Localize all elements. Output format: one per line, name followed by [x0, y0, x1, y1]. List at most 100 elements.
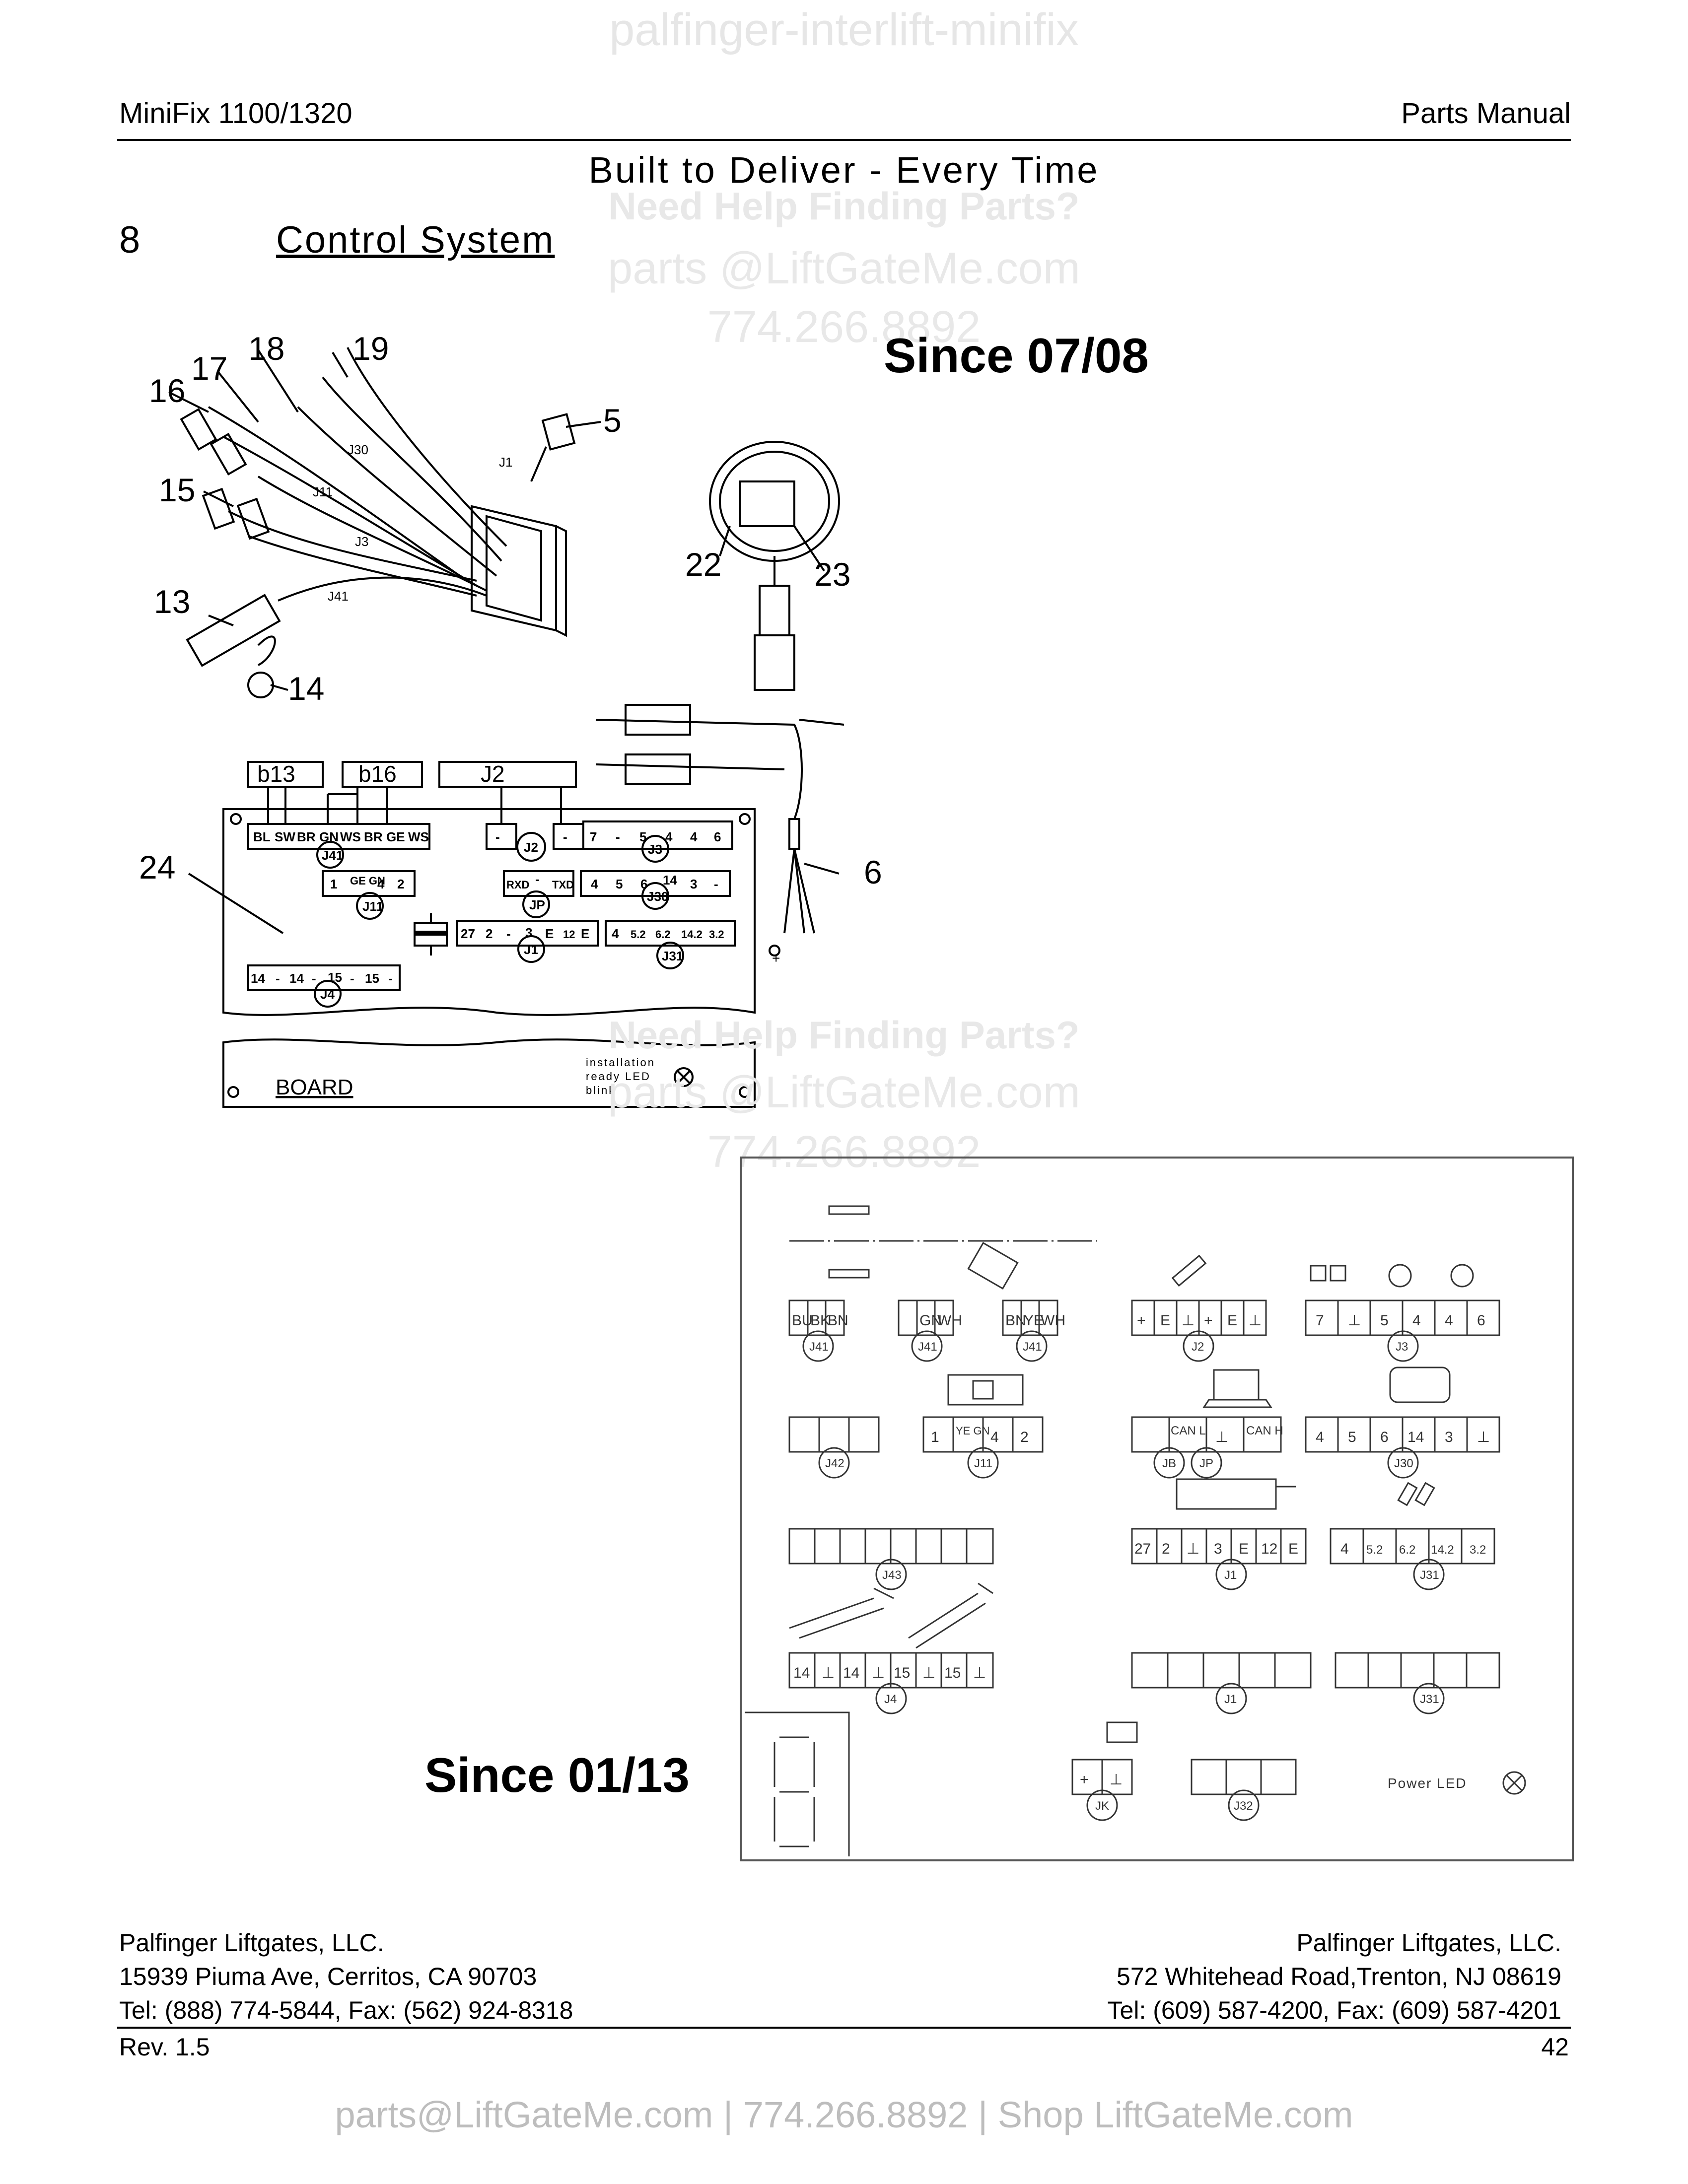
- diagram-label: 2: [397, 877, 404, 891]
- diagram-label: E: [581, 926, 589, 941]
- diagram-label: GN: [319, 829, 339, 844]
- control-system-diagram-new: BU BK BN GN WH BN YE WH + E ⊥ + E ⊥ 7 ⊥ …: [740, 1157, 1574, 1861]
- diagram-label: 6.2: [655, 928, 671, 941]
- diagram-label: -: [714, 877, 718, 891]
- diagram-label: J2: [1192, 1340, 1204, 1354]
- connector-tag: J11: [313, 484, 333, 499]
- diagram-label: 4: [1316, 1429, 1324, 1445]
- diagram-label: blink: [586, 1084, 616, 1096]
- diagram-label: BR: [297, 829, 316, 844]
- diagram-label: 6: [714, 829, 721, 844]
- diagram-label: 14: [663, 873, 677, 887]
- diagram-label: -: [276, 971, 280, 986]
- diagram-label: 3.2: [709, 928, 724, 941]
- diagram-label: 5: [616, 877, 623, 891]
- diagram-label: 5.2: [1366, 1543, 1383, 1557]
- diagram-label: 15: [944, 1665, 961, 1681]
- diagram-label: J31: [1420, 1569, 1439, 1582]
- diagram-label: 14: [289, 971, 304, 986]
- diagram-label: 4: [1340, 1541, 1349, 1557]
- diagram-label: ready LED: [586, 1070, 651, 1083]
- diagram-label: 5: [1348, 1429, 1356, 1445]
- diagram-label: 7: [1316, 1312, 1324, 1329]
- diagram-label: 5: [1380, 1312, 1389, 1329]
- diagram-label: J42: [825, 1457, 844, 1470]
- diagram-label: installation: [586, 1056, 655, 1069]
- diagram-label: 6: [1380, 1429, 1389, 1445]
- diagram-label: 4: [591, 877, 598, 891]
- diagram-label: 15: [365, 971, 379, 986]
- diagram-label: J3: [648, 842, 662, 857]
- plug-label: b16: [358, 761, 397, 787]
- watermark-help-2: Need Help Finding Parts?: [608, 1013, 1080, 1057]
- diagram-label: CAN H: [1246, 1424, 1283, 1437]
- diagram-label: 1: [330, 877, 337, 891]
- footer-rule: [117, 2027, 1571, 2029]
- diagram-label: 6.2: [1399, 1543, 1415, 1557]
- diagram-label: 3: [1214, 1541, 1222, 1557]
- diagram-label: 4: [665, 829, 673, 844]
- diagram-label: J30: [1394, 1457, 1413, 1470]
- power-led-label: Power LED: [1388, 1775, 1467, 1791]
- diagram-label: 14: [843, 1665, 859, 1681]
- diagram-label: 15939 Piuma Ave, Cerritos, CA 90703: [119, 1963, 537, 1990]
- diagram-label: BN: [1005, 1312, 1026, 1329]
- diagram-label: 3.2: [1470, 1543, 1486, 1557]
- diagram-label: GN: [919, 1312, 942, 1329]
- diagram-label: WH: [937, 1312, 962, 1329]
- diagram-label: J1: [1224, 1693, 1237, 1706]
- diagram-label: E: [1160, 1312, 1170, 1329]
- contact-banner[interactable]: parts@LiftGateMe.com | 774.266.8892 | Sh…: [335, 2094, 1353, 2135]
- callout: 24: [139, 849, 175, 886]
- diagram-label: BR: [364, 829, 383, 844]
- callout: 16: [149, 372, 185, 409]
- tagline: Built to Deliver - Every Time: [588, 149, 1100, 191]
- connector-tag: J3: [355, 534, 368, 549]
- diagram-label: ⊥: [1249, 1312, 1262, 1329]
- watermark-phone-2: 774.266.8892: [707, 1127, 981, 1177]
- diagram-label: J41: [809, 1340, 829, 1354]
- diagram-label: BK: [810, 1312, 830, 1329]
- section-number: 8: [119, 219, 141, 261]
- page-number: 42: [1541, 2033, 1569, 2061]
- diagram-label: 15: [328, 970, 342, 985]
- diagram-label: WS: [408, 829, 429, 844]
- diagram-label: JK: [1095, 1799, 1109, 1813]
- diagram-label: YE: [1024, 1312, 1044, 1329]
- diagram-label: ⊥: [973, 1665, 986, 1681]
- manual-type: Parts Manual: [1401, 97, 1571, 130]
- connector-tag: J30: [348, 442, 368, 457]
- diagram-label: E: [1288, 1541, 1298, 1557]
- board-label: BOARD: [276, 1075, 353, 1099]
- diagram-label: 1: [931, 1429, 939, 1445]
- diagram-label: -: [350, 971, 354, 986]
- diagram-label: ⊥: [1187, 1541, 1199, 1557]
- diagram-label: ⊥: [1110, 1772, 1123, 1788]
- since-new-label: Since 01/13: [424, 1748, 690, 1802]
- diagram-label: E: [1227, 1312, 1237, 1329]
- watermark-help: Need Help Finding Parts?: [608, 184, 1080, 228]
- diagram-label: J4: [884, 1693, 897, 1706]
- diagram-label: JP: [1199, 1457, 1213, 1470]
- callout: 13: [154, 583, 190, 620]
- diagram-label: SW: [275, 829, 295, 844]
- diagram-label: RXD: [506, 879, 529, 891]
- diagram-label: 14: [793, 1665, 810, 1681]
- diagram-label: -: [312, 971, 316, 986]
- diagram-label: 14.2: [681, 928, 703, 941]
- diagram-label: E: [545, 926, 554, 941]
- callout: 17: [191, 350, 227, 387]
- diagram-label: J41: [322, 848, 343, 863]
- diagram-label: ⊥: [1182, 1312, 1195, 1329]
- diagram-label: ⊥: [1215, 1429, 1228, 1445]
- callout: 15: [159, 472, 195, 508]
- diagram-label: Palfinger Liftgates, LLC.: [1296, 1929, 1561, 1957]
- control-system-diagram-old: 18 19 17 16 5 15 22 23 13 14 24 6 J1 J30…: [139, 330, 882, 1108]
- diagram-label: J43: [882, 1569, 902, 1582]
- diagram-label: -: [535, 872, 540, 887]
- diagram-label: YE GN: [956, 1425, 989, 1437]
- diagram-label: WH: [1041, 1312, 1065, 1329]
- diagram-label: 5.2: [631, 928, 646, 941]
- diagram-label: J1: [1224, 1569, 1237, 1582]
- diagram-label: J1: [524, 942, 538, 957]
